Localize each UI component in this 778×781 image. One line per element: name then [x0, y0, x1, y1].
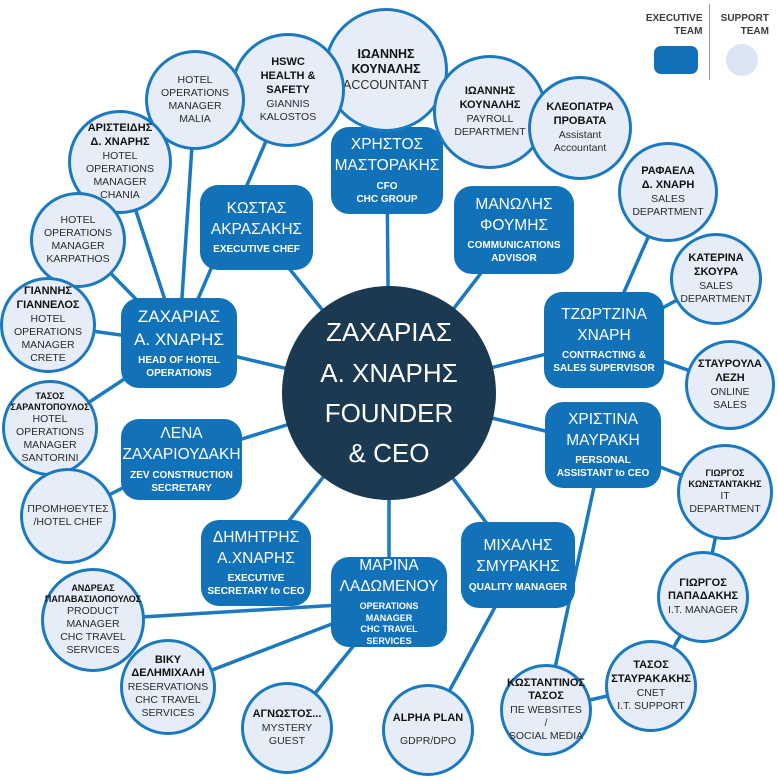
- legend-divider: [708, 4, 710, 80]
- support-tasos-sarantopoulos-santorini: ΤΑΣΟΣ ΣΑΡΑΝΤΟΠΟΥΛΟΣ HOTEL OPERATIONS MAN…: [2, 380, 98, 476]
- support-katerina-skoura-sales: ΚΑΤΕΡΙΝΑ ΣΚΟΥΡΑ SALES DEPARTMENT: [670, 233, 762, 325]
- support-hom-karpathos: HOTEL OPERATIONS MANAGER KARPATHOS: [30, 192, 126, 288]
- exec-marina-ladomenou: ΜΑΡΙΝΑ ΛΑΔΩΜΕΝΟΥ OPERATIONS MANAGER CHC …: [331, 557, 447, 647]
- support-agnostos-mystery-guest: ΑΓΝΩΣΤΟΣ... MYSTERY GUEST: [241, 682, 333, 774]
- support-kostantinos-tasos-websites: ΚΩΣΤΑΝΤΙΝΟΣ ΤΑΣΟΣ ΠΕ WEBSITES / SOCIAL M…: [500, 664, 592, 756]
- support-andreas-papavasilopoulos: ΑΝΔΡΕΑΣ ΠΑΠΑΒΑΣΙΛΟΠΟΥΛΟΣ PRODUCT MANAGER…: [41, 568, 145, 672]
- exec-christina-mavraki: ΧΡΙΣΤΙΝΑ ΜΑΥΡΑΚΗ PERSONAL ASSISTANT to C…: [545, 402, 661, 488]
- support-giorgos-konstantakis-it: ΓΙΩΡΓΟΣ ΚΩΝΣΤΑΝΤΑΚΗΣ IT DEPARTMENT: [677, 444, 773, 540]
- legend: EXECUTIVE TEAM SUPPORT TEAM: [643, 4, 775, 80]
- node-founder-ceo: ΖΑΧΑΡΙΑΣ Α. ΧΝΑΡΗΣ FOUNDER & CEO: [282, 286, 496, 500]
- founder-name: ΖΑΧΑΡΙΑΣ Α. ΧΝΑΡΗΣ FOUNDER & CEO: [320, 317, 458, 469]
- support-team-swatch-icon: [726, 44, 759, 76]
- exec-lena-zacharioudaki: ΛΕΝΑ ΖΑΧΑΡΙΟΥΔΑΚΗ ZEV CONSTRUCTION SECRE…: [121, 419, 242, 500]
- exec-zacharias-head-of-hotel-operations: ΖΑΧΑΡΙΑΣ Α. ΧΝΑΡΗΣ HEAD OF HOTEL OPERATI…: [121, 298, 237, 388]
- support-giannis-giannelos-crete: ΓΙΑΝΝΗΣ ΓΙΑΝΝΕΛΟΣ HOTEL OPERATIONS MANAG…: [0, 277, 96, 373]
- support-alpha-plan-gdpr: ALPHA PLAN GDPR/DPO: [382, 684, 474, 776]
- support-stavroula-lezi-online-sales: ΣΤΑΥΡΟΥΛΑ ΛΕΖΗ ONLINE SALES: [685, 340, 775, 430]
- exec-christos-mastorakis: ΧΡΗΣΤΟΣ ΜΑΣΤΟΡΑΚΗΣ CFO CHC GROUP: [331, 127, 443, 214]
- legend-executive-column: EXECUTIVE TEAM: [643, 4, 709, 80]
- exec-dimitris-chnaris: ΔΗΜΗΤΡΗΣ Α.ΧΝΑΡΗΣ EXECUTIVE SECRETARY to…: [201, 520, 311, 606]
- legend-executive-label: EXECUTIVE TEAM: [645, 13, 703, 37]
- legend-support-column: SUPPORT TEAM: [710, 4, 776, 80]
- support-tasos-stavrakakis-cnet: ΤΑΣΟΣ ΣΤΑΥΡΑΚΑΚΗΣ CNET I.T. SUPPORT: [605, 640, 697, 732]
- support-giorgos-papadakis-it-manager: ΓΙΩΡΓΟΣ ΠΑΠΑΔΑΚΗΣ I.T. MANAGER: [657, 551, 749, 643]
- support-hswc-health-safety: HSWC HEALTH & SAFETY GIANNIS KALOSTOS: [231, 33, 345, 147]
- support-kleopatra-provata: ΚΛΕΟΠΑΤΡΑ ΠΡΟΒΑΤΑ Assistant Accountant: [528, 76, 632, 180]
- executive-team-swatch-icon: [653, 46, 698, 74]
- exec-michalis-smyrakis: ΜΙΧΑΛΗΣ ΣΜΥΡΑΚΗΣ QUALITY MANAGER: [461, 522, 575, 608]
- support-hom-malia: HOTEL OPERATIONS MANAGER MALIA: [145, 50, 245, 150]
- support-rafaela-chnari-sales: ΡΑΦΑΕΛΑ Δ. ΧΝΑΡΗ SALES DEPARTMENT: [618, 142, 718, 242]
- exec-tzortzina-chnari: ΤΖΩΡΤΖΙΝΑ ΧΝΑΡΗ CONTRACTING & SALES SUPE…: [544, 292, 664, 388]
- support-ioannis-kounalis-payroll: ΙΩΑΝΝΗΣ ΚΟΥΝΑΛΗΣ PAYROLL DEPARTMENT: [433, 55, 547, 169]
- support-promitheftes-hotel-chef: ΠΡΟΜΗΘΕΥΤΕΣ /HOTEL CHEF: [20, 468, 116, 564]
- support-ioannis-kounalis-accountant: ΙΩΑΝΝΗΣ ΚΟΥΝΑΛΗΣ ACCOUNTANT: [324, 8, 448, 132]
- support-viky-delimichali: ΒΙΚΥ ΔΕΛΗΜΙΧΑΛΗ RESERVATIONS CHC TRAVEL …: [120, 639, 216, 735]
- exec-kostas-akrasakis: ΚΩΣΤΑΣ ΑΚΡΑΣΑΚΗΣ EXECUTIVE CHEF: [200, 185, 313, 270]
- legend-support-label: SUPPORT TEAM: [720, 13, 769, 37]
- exec-manolis-foumis: ΜΑΝΩΛΗΣ ΦΟΥΜΗΣ COMMUNICATIONS ADVISOR: [454, 186, 574, 274]
